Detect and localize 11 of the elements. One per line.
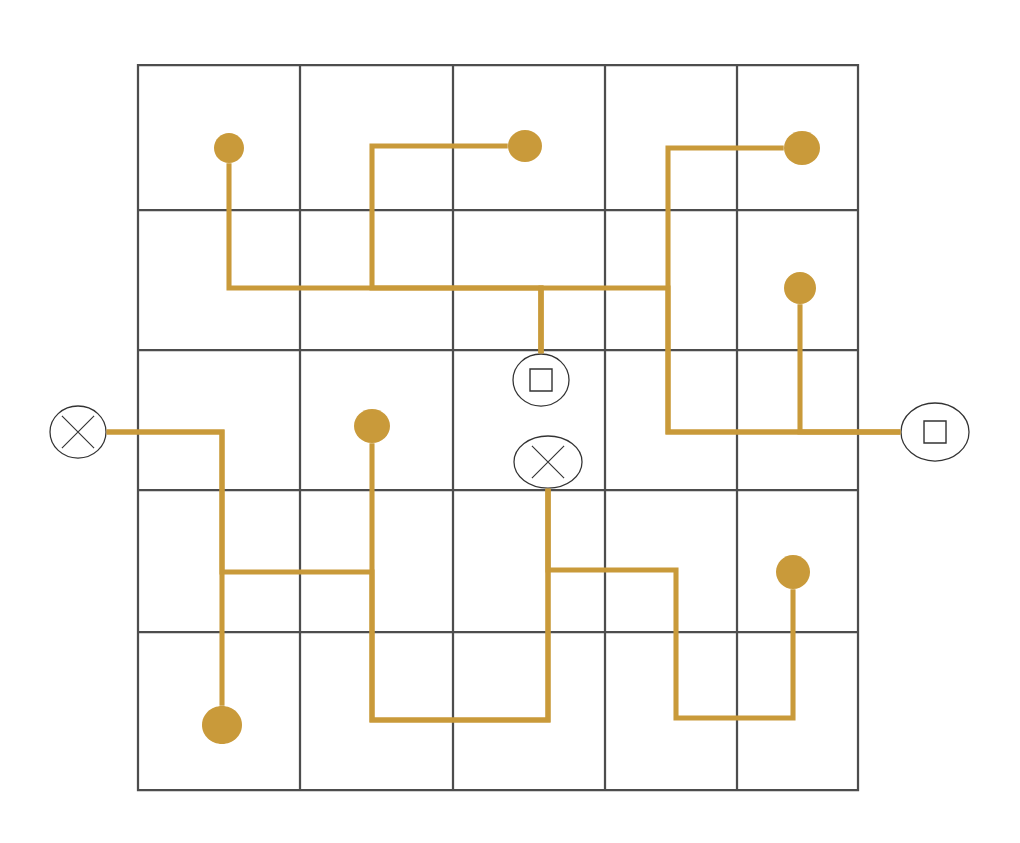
dot (202, 706, 242, 744)
circled-cross (49, 405, 107, 459)
dot (214, 133, 244, 163)
dot (784, 272, 816, 304)
dot (784, 131, 820, 165)
dot (354, 409, 390, 443)
connector-line (797, 304, 901, 435)
dot (508, 130, 542, 162)
circled-cross (513, 435, 583, 489)
dot (776, 555, 810, 589)
connector-line (106, 429, 551, 723)
